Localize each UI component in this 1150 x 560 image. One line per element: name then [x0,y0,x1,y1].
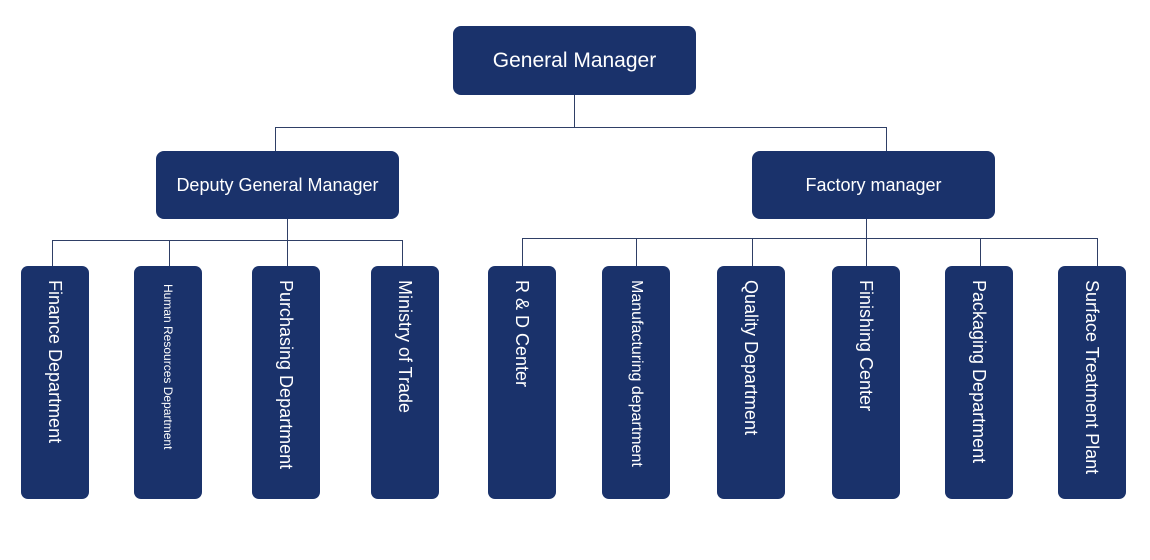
connector-deputy-down [287,218,288,241]
dept-manufacturing-label: Manufacturing department [628,280,645,467]
dept-purchasing-box: Purchasing Department [252,266,320,499]
dept-manufacturing-box: Manufacturing department [602,266,670,499]
connector-to-rd [522,238,523,267]
factory-manager-box: Factory manager [752,151,995,219]
dept-purchasing-label: Purchasing Department [276,280,296,470]
connector-factory-down [866,218,867,239]
dept-human-resources-label: Human Resources Department [161,284,175,450]
connector-to-surface [1097,238,1098,267]
dept-packaging-label: Packaging Department [969,280,989,464]
connector-to-manufacturing [636,238,637,267]
dept-rd-center-box: R & D Center [488,266,556,499]
dept-surface-treatment-box: Surface Treatment Plant [1058,266,1126,499]
connector-deputy-horizontal [52,240,403,241]
factory-manager-label: Factory manager [805,174,942,195]
dept-quality-label: Quality Department [741,280,761,436]
connector-to-quality [752,238,753,267]
connector-to-factory [886,127,887,152]
connector-to-finishing [866,238,867,267]
connector-to-deputy [275,127,276,152]
connector-to-hr [169,240,170,267]
dept-ministry-of-trade-label: Ministry of Trade [395,280,415,414]
dept-ministry-of-trade-box: Ministry of Trade [371,266,439,499]
dept-surface-treatment-label: Surface Treatment Plant [1082,280,1102,475]
connector-to-trade [402,240,403,267]
dept-packaging-box: Packaging Department [945,266,1013,499]
general-manager-label: General Manager [492,48,657,72]
dept-quality-box: Quality Department [717,266,785,499]
dept-finance-box: Finance Department [21,266,89,499]
connector-root-down [574,94,575,128]
connector-to-purchasing [287,240,288,267]
dept-finishing-center-box: Finishing Center [832,266,900,499]
connector-to-finance [52,240,53,267]
dept-rd-center-label: R & D Center [512,280,532,388]
connector-to-packaging [980,238,981,267]
general-manager-box: General Manager [453,26,696,95]
deputy-general-manager-box: Deputy General Manager [156,151,399,219]
dept-finishing-center-label: Finishing Center [856,280,876,412]
dept-finance-label: Finance Department [45,280,65,444]
connector-root-horizontal [275,127,887,128]
connector-factory-horizontal [522,238,1098,239]
dept-human-resources-box: Human Resources Department [134,266,202,499]
deputy-general-manager-label: Deputy General Manager [176,174,379,195]
